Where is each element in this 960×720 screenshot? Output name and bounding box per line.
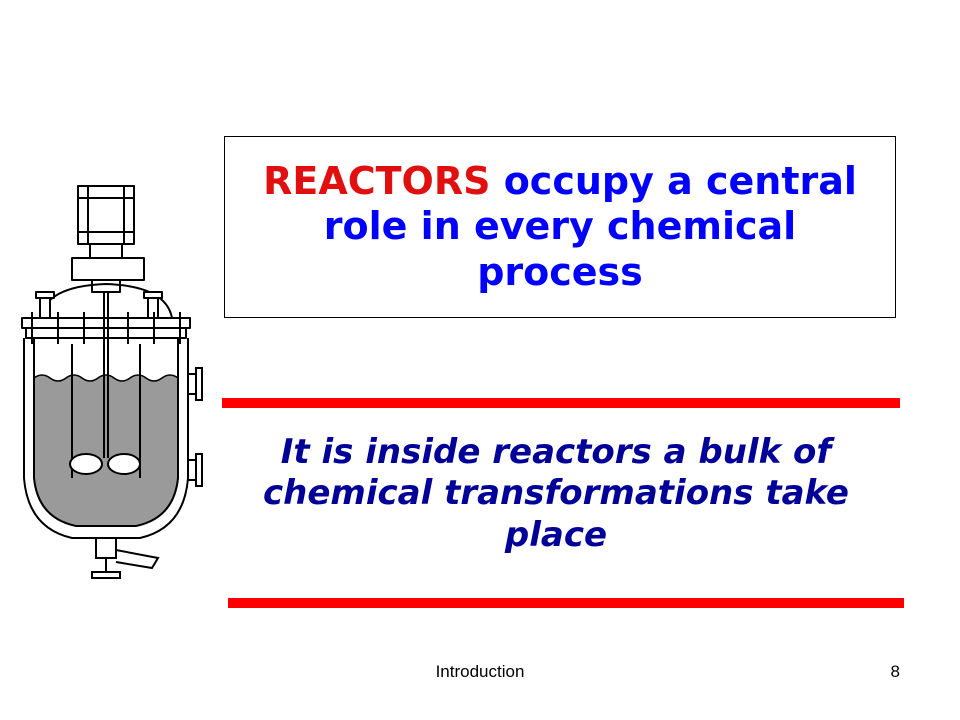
title-remainder: occupy a central role in every chemical … bbox=[323, 158, 857, 294]
slide-title: REACTORS occupy a central role in every … bbox=[260, 159, 860, 296]
footer-label: Introduction bbox=[435, 662, 525, 681]
title-box: REACTORS occupy a central role in every … bbox=[224, 136, 896, 318]
bottom-divider bbox=[228, 598, 904, 608]
slide-body-text: It is inside reactors a bulk of chemical… bbox=[263, 432, 849, 555]
top-divider bbox=[222, 398, 900, 408]
stirred-tank-reactor-icon bbox=[21, 185, 203, 579]
title-accent-word: REACTORS bbox=[263, 158, 491, 203]
page-number: 8 bbox=[890, 662, 900, 681]
